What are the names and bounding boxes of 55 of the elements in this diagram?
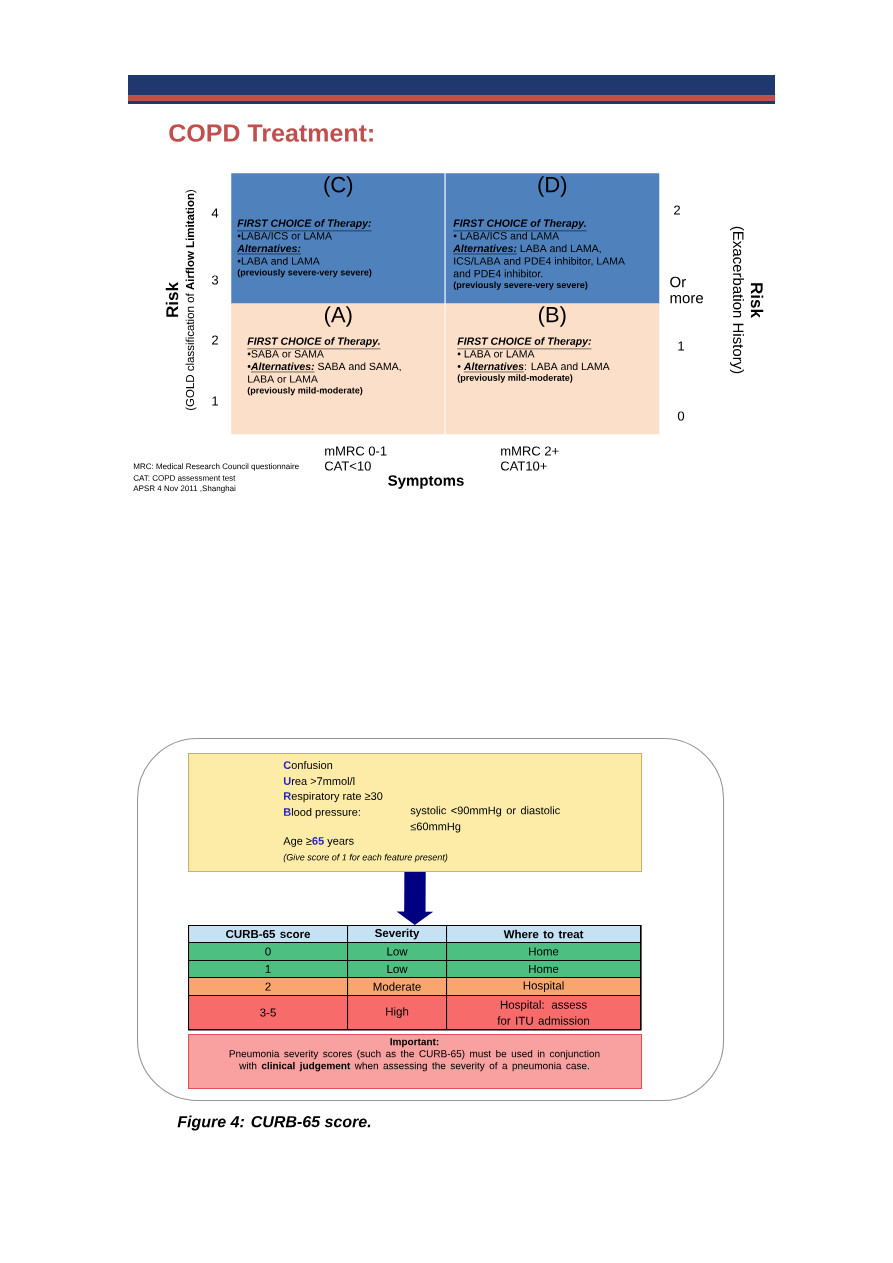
footnote: CAT: COPD assessment test — [133, 475, 236, 481]
quadrant-box: (C) FIRST CHOICE of Therapy: •LABA/ICS or LAMA Alternatives: •LABA and LAMA (previously severe-very severe) — [231, 173, 446, 305]
title: COPD Treatment: — [169, 124, 373, 142]
axis-label: 1 — [678, 341, 684, 351]
node-label: (previously severe-very severe) — [453, 281, 588, 290]
node-label: (D) — [538, 176, 567, 197]
axis-label: 1 — [212, 396, 218, 406]
footnote: MRC: Medical Research Council questionnaire — [133, 463, 299, 471]
axis-label: mMRC 2+ — [501, 446, 559, 456]
axis-label: mMRC 0-1 — [325, 446, 387, 456]
table-cell: Home — [446, 960, 642, 979]
axis-title: Symptoms — [388, 475, 464, 489]
footnote: APSR 4 Nov 2011 ,Shanghai — [133, 485, 236, 493]
table-cell: CURB-65 score — [188, 925, 349, 944]
table-cell: Hospital — [446, 977, 642, 997]
table-cell: 3-5 — [188, 995, 349, 1031]
table-cell: Hospital: assess for ITU admission — [446, 995, 642, 1031]
table-cell: Low — [347, 960, 448, 979]
quadrant-box: (D) FIRST CHOICE of Therapy. • LABA/ICS and LAMA Alternatives: LABA and LAMA, ICS/LABA and PDE4 inhibitor, LAMA and PDE4 inhibitor. (previously severe-very severe) — [445, 173, 660, 305]
table-cell: Moderate — [347, 977, 448, 997]
node-label: (B) — [538, 306, 566, 327]
axis-label: 2 — [212, 335, 218, 345]
axis-title: Risk — [165, 282, 179, 317]
axis-title: (GOLD classification of Airflow Limitation) — [185, 189, 197, 411]
table-cell: 2 — [188, 977, 349, 997]
axis-label: CAT10+ — [500, 461, 547, 471]
axis-label: 3 — [211, 275, 219, 285]
table-cell: 0 — [188, 942, 349, 962]
caption: Figure 4: CURB-65 score. — [177, 1115, 371, 1131]
table-cell: Low — [347, 942, 448, 962]
node-label: FIRST CHOICE of Therapy: — [457, 337, 591, 347]
table-cell: Where to treat — [446, 925, 642, 944]
table-cell: 1 — [188, 960, 349, 979]
table-cell: Home — [446, 942, 642, 962]
note-box: Important: Pneumonia severity scores (such as the CURB-65) must be used in conjunction with clinical judgement when assessing the severity of a pneumonia case. — [188, 1034, 643, 1090]
table-cell: High — [347, 995, 448, 1031]
node-label: • LABA or LAMA — [457, 350, 535, 358]
axis-label: 2 — [674, 205, 680, 215]
node-label: FIRST CHOICE of Therapy. — [453, 219, 586, 229]
table — [188, 925, 642, 1031]
node-label: • Alternatives: LABA and LAMA — [457, 362, 610, 371]
node-label: Alternatives: LABA and LAMA, ICS/LABA and PDE4 inhibitor, LAMA and PDE4 inhibitor. — [453, 244, 625, 278]
table-cell: Severity — [347, 925, 448, 944]
axis-label: CAT<10 — [324, 461, 371, 471]
axis-title: (Exacerbation History) — [730, 226, 744, 374]
quadrant-box: (A) FIRST CHOICE of Therapy. •SABA or SAMA •Alternatives: SABA and SAMA, LABA or LAMA (previously mild-moderate) — [231, 303, 446, 435]
rounded-frame — [137, 738, 725, 1102]
axis-label: 0 — [677, 411, 685, 421]
node-label: • LABA/ICS and LAMA — [453, 231, 560, 240]
axis-label: Or more — [670, 276, 703, 304]
axis-title: Risk — [750, 283, 764, 318]
axis-label: 4 — [211, 208, 219, 218]
quadrant-box: (B) FIRST CHOICE of Therapy: • LABA or LAMA • Alternatives: LABA and LAMA (previously mild-moderate) — [445, 303, 660, 435]
node-label: (previously mild-moderate) — [457, 374, 573, 383]
criteria-box: Confusion Urea >7mmol/l Respiratory rate ≥30 Blood pressure: systolic <90mmHg or diastolic ≤60mmHg Age ≥65 years (Give score of 1 for each feature present) — [188, 753, 643, 873]
